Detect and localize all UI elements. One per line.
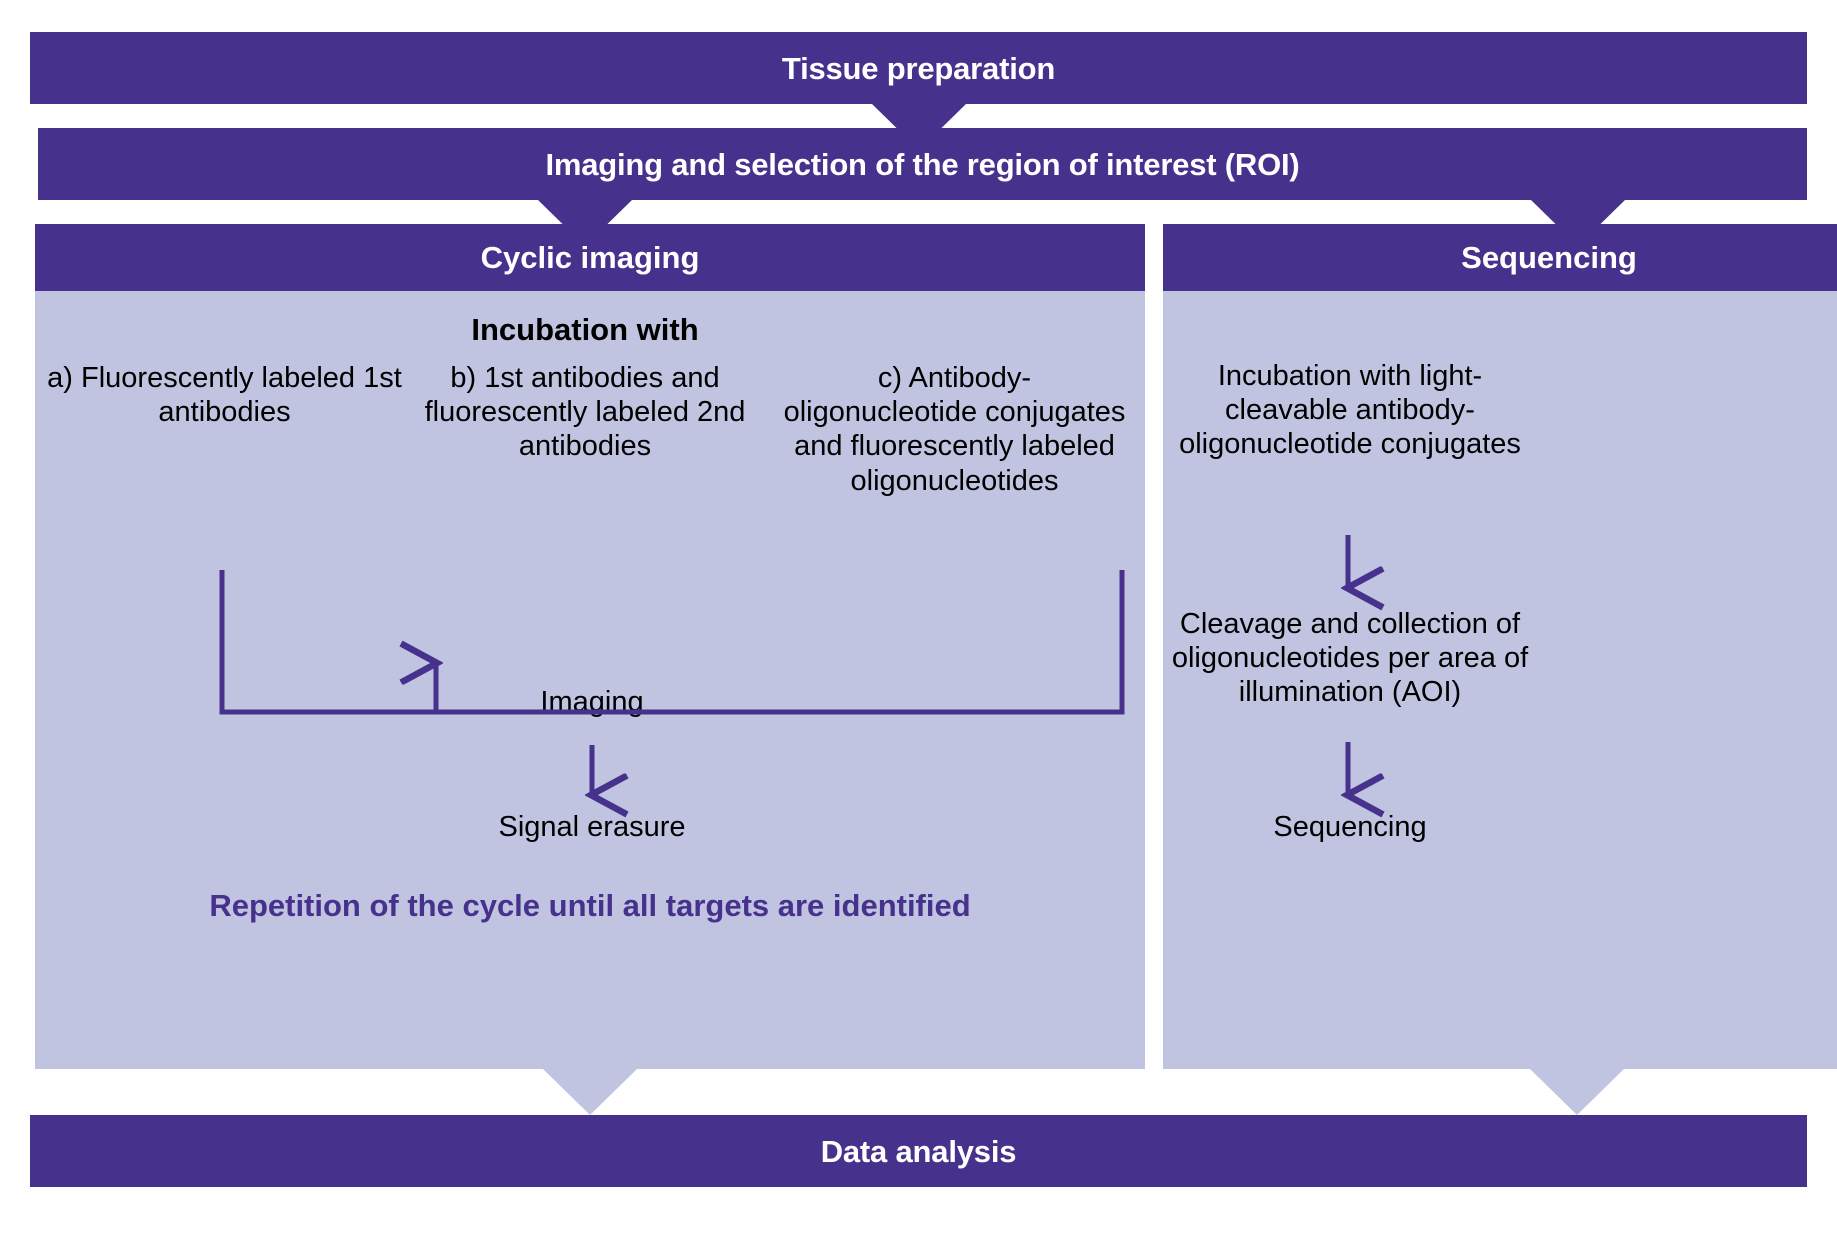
connector-chevron-sequencing-to-data-analysis bbox=[1530, 1069, 1624, 1115]
node-tissue-preparation-label: Tissue preparation bbox=[781, 50, 1056, 86]
connector-chevron-cyclic-to-data-analysis bbox=[543, 1069, 637, 1115]
node-data-analysis-label: Data analysis bbox=[820, 1133, 1017, 1169]
label-repetition-note: Repetition of the cycle until all target… bbox=[209, 888, 971, 923]
sequencing-step-2: Cleavage and collection of oligonucleoti… bbox=[1171, 608, 1529, 709]
panel-cyclic-imaging-header-label: Cyclic imaging bbox=[480, 239, 700, 275]
panel-cyclic-imaging bbox=[35, 224, 1145, 1069]
label-imaging-step: Imaging bbox=[540, 686, 644, 718]
node-data-analysis: Data analysis bbox=[30, 1115, 1807, 1187]
node-tissue-preparation: Tissue preparation bbox=[30, 32, 1807, 104]
panel-cyclic-imaging-header: Cyclic imaging bbox=[35, 224, 1145, 291]
option-a-text: a) Fluorescently labeled 1st antibodies bbox=[47, 362, 402, 429]
option-c-text: c) Antibody-oligonucleotide conjugates a… bbox=[783, 362, 1126, 497]
option-b-text: b) 1st antibodies and fluorescently labe… bbox=[424, 362, 746, 463]
panel-sequencing bbox=[1163, 224, 1837, 1069]
label-incubation-with: Incubation with bbox=[471, 312, 699, 347]
label-signal-erasure-step: Signal erasure bbox=[498, 811, 686, 843]
panel-sequencing-header: Sequencing bbox=[1163, 224, 1837, 291]
panel-sequencing-header-label: Sequencing bbox=[1461, 239, 1637, 275]
node-roi-label: Imaging and selection of the region of i… bbox=[545, 146, 1300, 182]
node-roi: Imaging and selection of the region of i… bbox=[38, 128, 1807, 200]
sequencing-step-3: Sequencing bbox=[1273, 811, 1427, 843]
sequencing-step-1: Incubation with light-cleavable antibody… bbox=[1179, 360, 1521, 461]
